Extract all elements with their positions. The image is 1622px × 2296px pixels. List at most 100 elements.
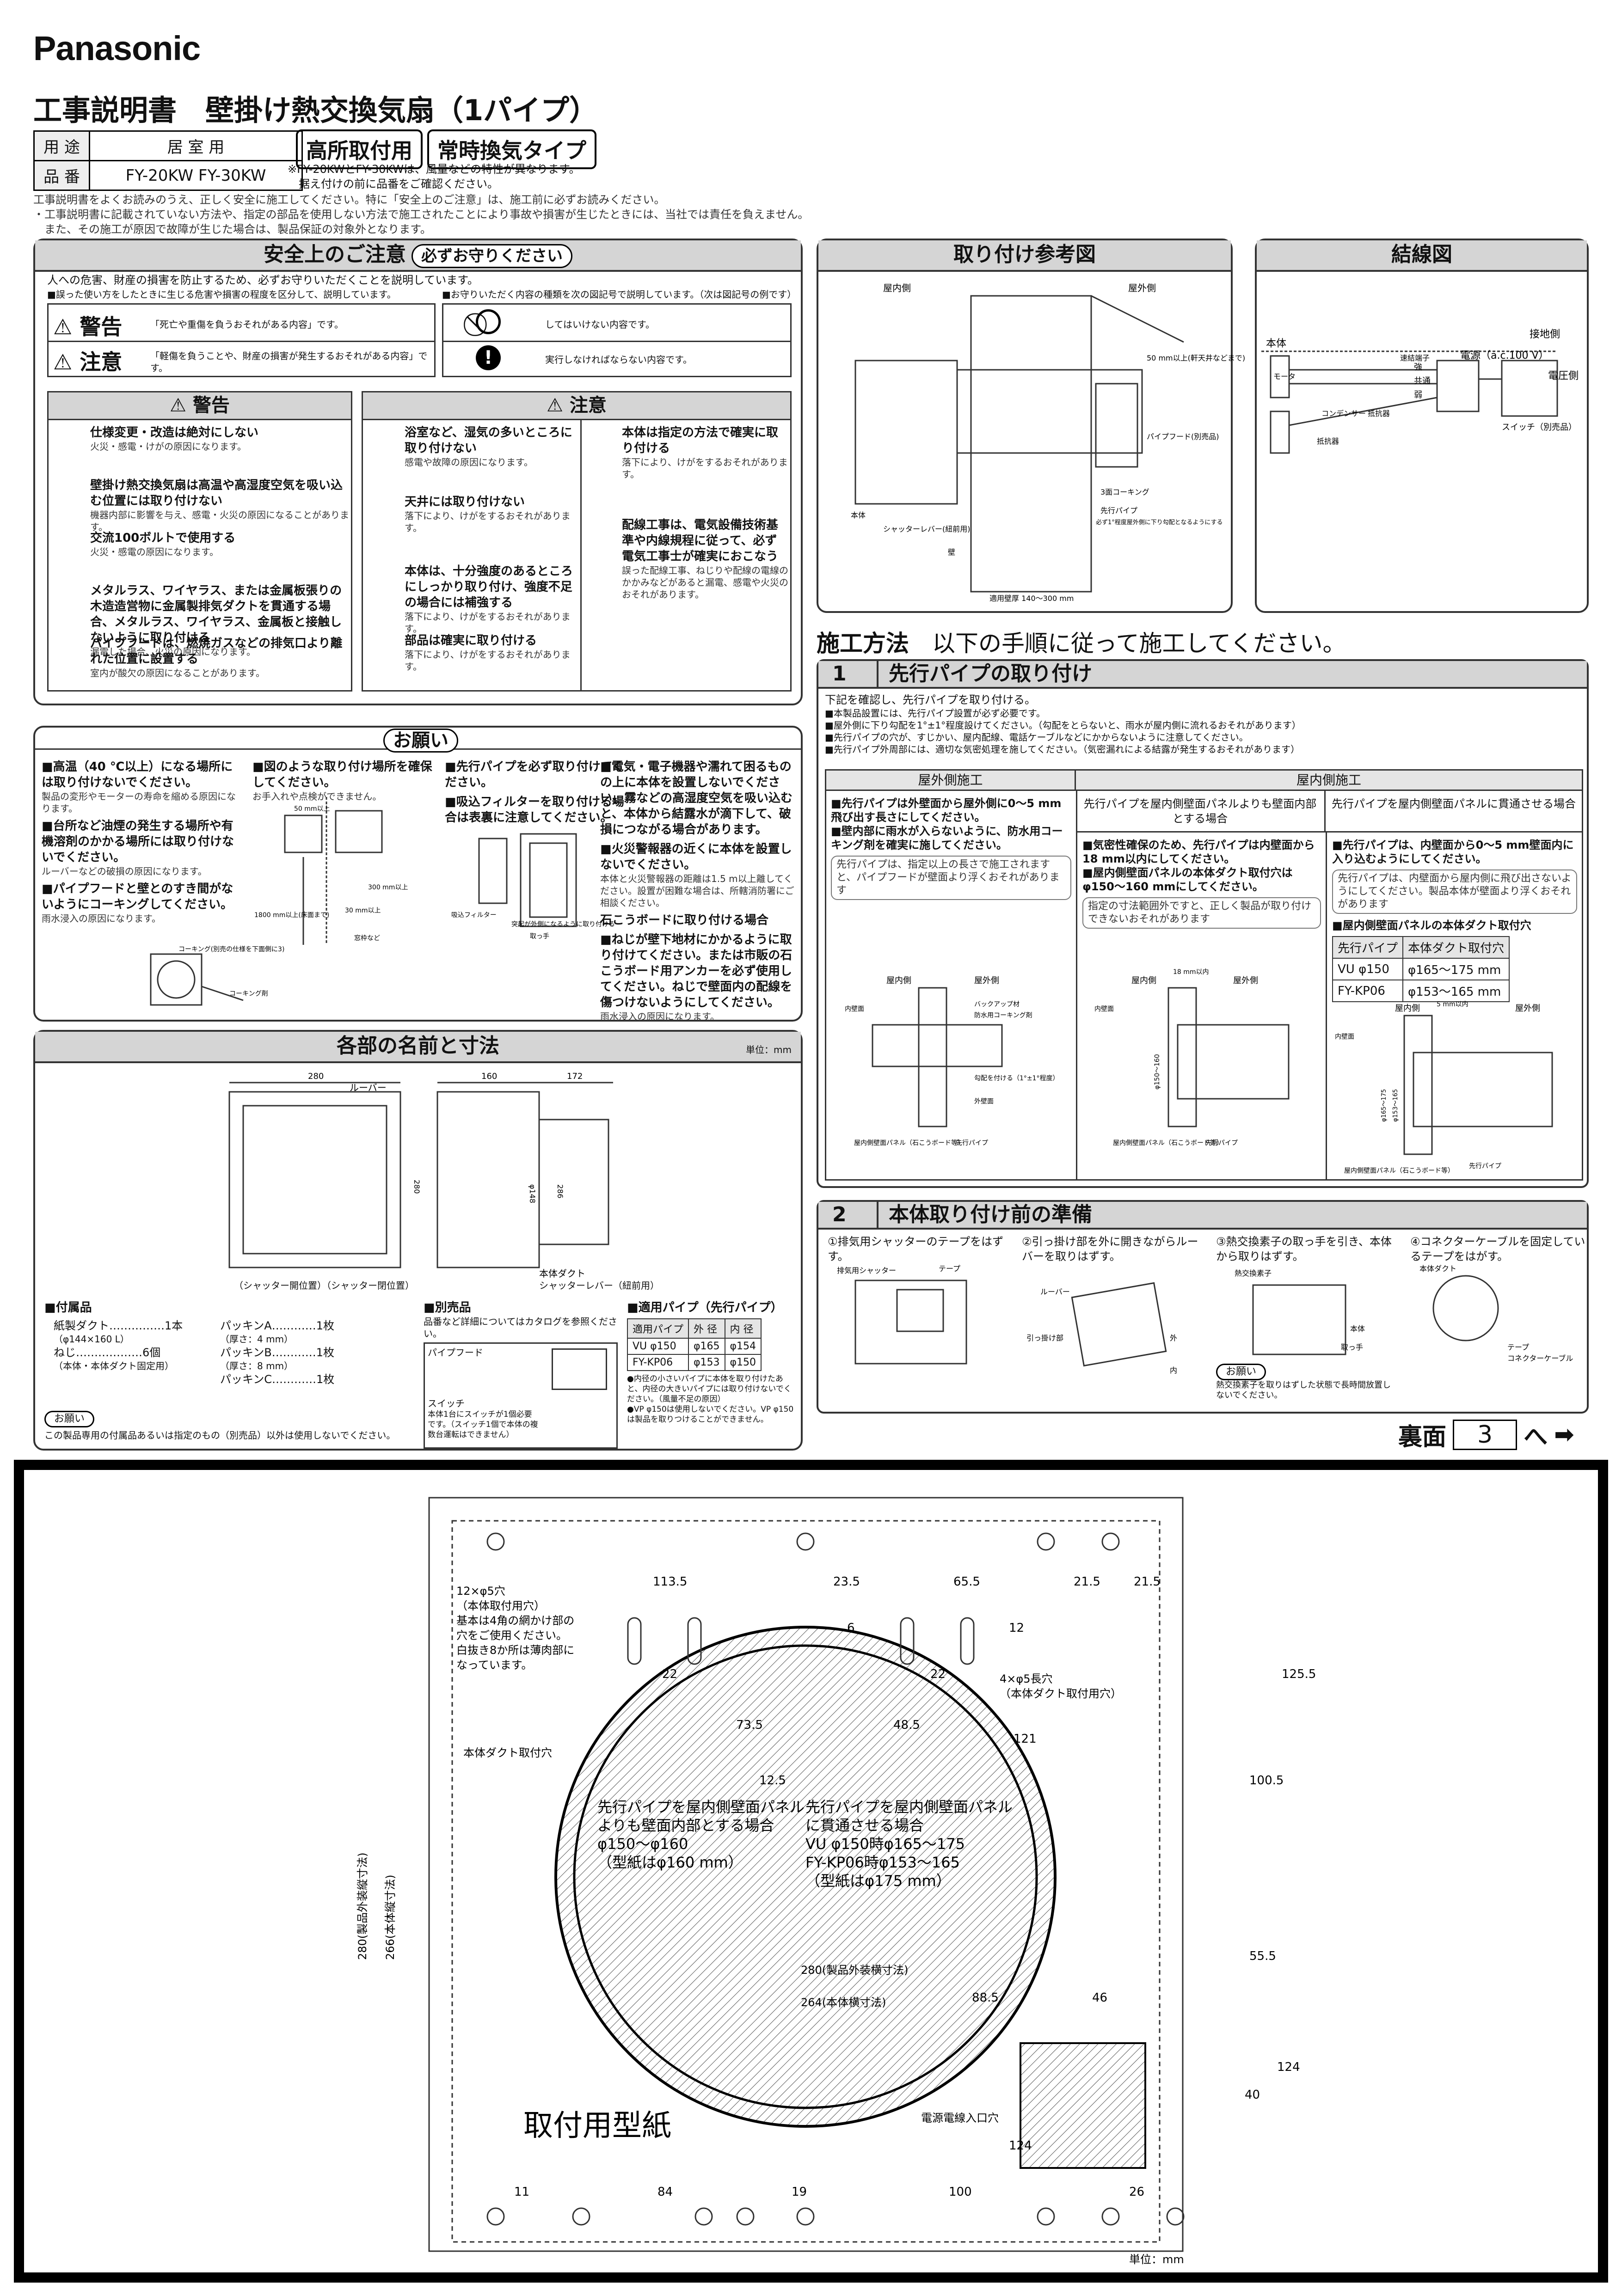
- template-dim: 100: [949, 2185, 972, 2199]
- step2-note-head: お願い: [1216, 1364, 1266, 1380]
- safety-item: 部品は確実に取り付ける落下により、けがをするおそれがあります。: [405, 633, 576, 673]
- ref-pipe-note: 必ず1°程度屋外側に下り勾配となるようにする: [1096, 519, 1223, 526]
- page-title: 工事説明書 壁掛け熱交換気扇（1パイプ）: [33, 93, 598, 127]
- request-note: 製品の変形やモーターの寿命を縮める原因になります。: [42, 791, 236, 814]
- safety-item-note: 漏電した場合、火災の原因になります。: [90, 646, 256, 657]
- request-note: ルーバーなどの破損の原因になります。: [42, 866, 207, 877]
- wiring-hot: 電圧側: [1548, 370, 1579, 382]
- safety-item-title: パイプフードは、燃焼ガスなどの排気口より離れた位置に設置する: [90, 637, 343, 666]
- template-note: 12×φ5穴（本体取付用穴）基本は4角の網かけ部の穴をご使用ください。白抜き8か…: [456, 1585, 574, 1671]
- safety-item: パイプフードは、燃焼ガスなどの排気口より離れた位置に設置する室内が酸欠の原因にな…: [90, 636, 349, 679]
- pipe-note: ●内径の小さいパイプに本体を取り付けたあと、内径の大きいパイプには取り付けないで…: [627, 1374, 794, 1424]
- symbol-box: ⃠ してはいけない内容です。 ! 実行しなければならない内容です。: [442, 303, 792, 377]
- safety-section: 安全上のご注意必ずお守りください 人への危害、財産の損害を防止するため、必ずお守…: [33, 239, 803, 705]
- template-dim: 65.5: [953, 1575, 980, 1589]
- duct-slot: [960, 1617, 975, 1665]
- acc-note-head: お願い: [44, 1411, 95, 1427]
- wiring-term: 速結端子: [1400, 354, 1430, 362]
- d1-waterproof: 防水用コーキング剤: [974, 1012, 1032, 1019]
- mounting-template: 取付用型紙 単位：mm 本体ダクト取付穴 電源電線入口穴 280(製品外装横寸法…: [356, 1497, 1316, 2266]
- parts-unit: 単位：mm: [746, 1044, 792, 1055]
- template-dim: 40: [1245, 2088, 1260, 2102]
- shutter-lever: シャッターレバー（紐前用）: [539, 1280, 659, 1291]
- safety-item-note: 落下により、けがをするおそれがあります。: [405, 510, 571, 533]
- next-text: 裏面: [1398, 1423, 1447, 1451]
- hole-head-cell: 先行パイプ: [1332, 936, 1404, 959]
- pipe-cell: φ154: [724, 1338, 762, 1355]
- d1-in: 屋内側: [886, 976, 911, 986]
- label-50a: 50 mm以上: [294, 805, 330, 813]
- safety-item-title: 仕様変更・改造は絶対にしない: [90, 426, 259, 440]
- template-frame: 取付用型紙 単位：mm 本体ダクト取付穴 電源電線入口穴 280(製品外装横寸法…: [14, 1460, 1608, 2283]
- label-30: 30 mm以上: [345, 907, 381, 914]
- ref-lever: シャッターレバー(紐前用): [883, 525, 971, 533]
- request-heading: お願い: [383, 729, 458, 753]
- safety-item-note: 火災・感電・けがの原因になります。: [90, 441, 246, 452]
- col2a-head: 先行パイプを屋内側壁面パネルよりも壁面内部とする場合: [1076, 791, 1326, 833]
- s2-shutter: 排気用シャッター: [837, 1266, 896, 1275]
- mount-hole: [736, 2207, 755, 2226]
- d1-backup: バックアップ材: [974, 1001, 1020, 1008]
- mount-hole: [486, 1532, 505, 1551]
- label-300: 300 mm以上: [368, 884, 408, 891]
- power-hole-label: 電源電線入口穴: [921, 2112, 999, 2125]
- mount-hole: [694, 2207, 713, 2226]
- shutter-open: （シャッター開位置）: [234, 1280, 326, 1291]
- safety-item: 本体は指定の方法で確実に取り付ける落下により、けがをするおそれがあります。: [622, 425, 788, 480]
- accessory-note: （厚さ：8 mm）: [220, 1360, 294, 1371]
- acc-title: ■付属品: [44, 1301, 92, 1315]
- step1-note: ■先行パイプ外周部には、適切な気密処理を施してください。（気密漏れによる結露が発…: [825, 744, 1300, 755]
- template-dim: 19: [792, 2185, 807, 2199]
- shutter-close: （シャッター閉位置）: [322, 1280, 414, 1291]
- accessory-note: （φ144×160 L）: [54, 1334, 129, 1345]
- ref-pipe: 先行パイプ: [1100, 506, 1137, 515]
- safety-item: 天井には取り付けない落下により、けがをするおそれがあります。: [405, 494, 576, 534]
- request-item: 石こうボードに取り付ける場合: [600, 913, 769, 927]
- safety-item: 壁掛け熱交換気扇は高温や高湿度空気を吸い込む位置には取り付けない機器内部に影響を…: [90, 478, 349, 533]
- d2-18: 18 mm以内: [1173, 968, 1209, 976]
- safety-lead: 人への危害、財産の損害を防止するため、必ずお守りいただくことを説明しています。: [47, 274, 479, 287]
- template-dim: 124: [1009, 2139, 1032, 2153]
- template-dim: 48.5: [893, 1718, 920, 1732]
- wiring-cond: コンデンサー: [1321, 409, 1366, 418]
- outdoor-diagram: 屋内側 屋外側 バックアップ材 防水用コーキング剤 勾配を付ける（1°±1°程度…: [845, 976, 1059, 1147]
- template-dim: 22: [930, 1667, 946, 1681]
- method-heading: 施工方法 以下の手順に従って施工してください。: [817, 630, 1346, 657]
- d1-inner: 内壁面: [845, 1005, 864, 1013]
- safety-item-note: 誤った配線工事、ねじりや配線の電線のかかみなどがあると漏電、感電や火災のおそれが…: [622, 565, 788, 600]
- label-caulk: コーキング(別売の仕様を下面側に3): [178, 946, 284, 953]
- caution-heading: ⚠ 注意: [363, 392, 790, 420]
- caution-level-desc: 「軽傷を負うことや、財産の損害が発生するおそれがある内容」です。: [150, 350, 428, 373]
- warn-level: ⚠ 警告: [53, 314, 123, 339]
- d3-phi3: φ153～165: [1392, 1089, 1399, 1122]
- safety-item-note: 室内が酸欠の原因になることがあります。: [90, 667, 265, 679]
- d2-out: 屋外側: [1233, 976, 1258, 986]
- step2-note-text: 熱交換素子を取りはずした状態で長時間放置しないでください。: [1216, 1380, 1391, 1400]
- request-section: お願い ■高温（40 ℃以上）になる場所には取り付けないでください。製品の変形や…: [33, 726, 803, 1022]
- wiring-section: 結線図 本体 接地側 電源（a.c.100 V） 電圧側 速結端子 強 共通 弱…: [1255, 239, 1589, 613]
- opt-switch-note: 本体1台にスイッチが1個必要です。（スイッチ1個で本体の複数台運転はできません）: [428, 1410, 538, 1439]
- pipe-cell: φ150: [724, 1354, 762, 1371]
- indoor-diagram-a: 屋内側 屋外側 18 mm以内 内壁面 φ150～160 屋内側壁面パネル（石こ…: [1094, 968, 1290, 1147]
- request-item: ■先行パイプを必ず取り付けてください。: [445, 760, 624, 790]
- wiring-res2: 抵抗器: [1317, 437, 1339, 446]
- wiring-ground: 接地側: [1530, 329, 1560, 340]
- pipe-cell: FY-KP06: [627, 1354, 689, 1371]
- wiring-common: 共通: [1414, 376, 1431, 386]
- tag-high-mount: 高所取付用: [296, 129, 423, 169]
- step1-columns: 屋外側施工 屋内側施工 先行パイプを屋内側壁面パネルよりも壁面内部とする場合 先…: [825, 769, 1583, 1181]
- step2-item: ①排気用シャッターのテープをはずす。: [828, 1235, 1004, 1263]
- safety-item-note: 落下により、けがをするおそれがあります。: [405, 611, 571, 634]
- template-dim: 125.5: [1282, 1667, 1316, 1681]
- template-dim: 21.5: [1074, 1575, 1100, 1589]
- step1-note: ■本製品設置には、先行パイプ設置が必ず必要です。: [825, 708, 1045, 719]
- brand-logo: Panasonic: [33, 29, 201, 67]
- mandatory-icon: !: [476, 345, 501, 370]
- template-dim: 100.5: [1249, 1774, 1284, 1788]
- safety-item-title: 浴室など、湿気の多いところに取り付けない: [405, 426, 572, 455]
